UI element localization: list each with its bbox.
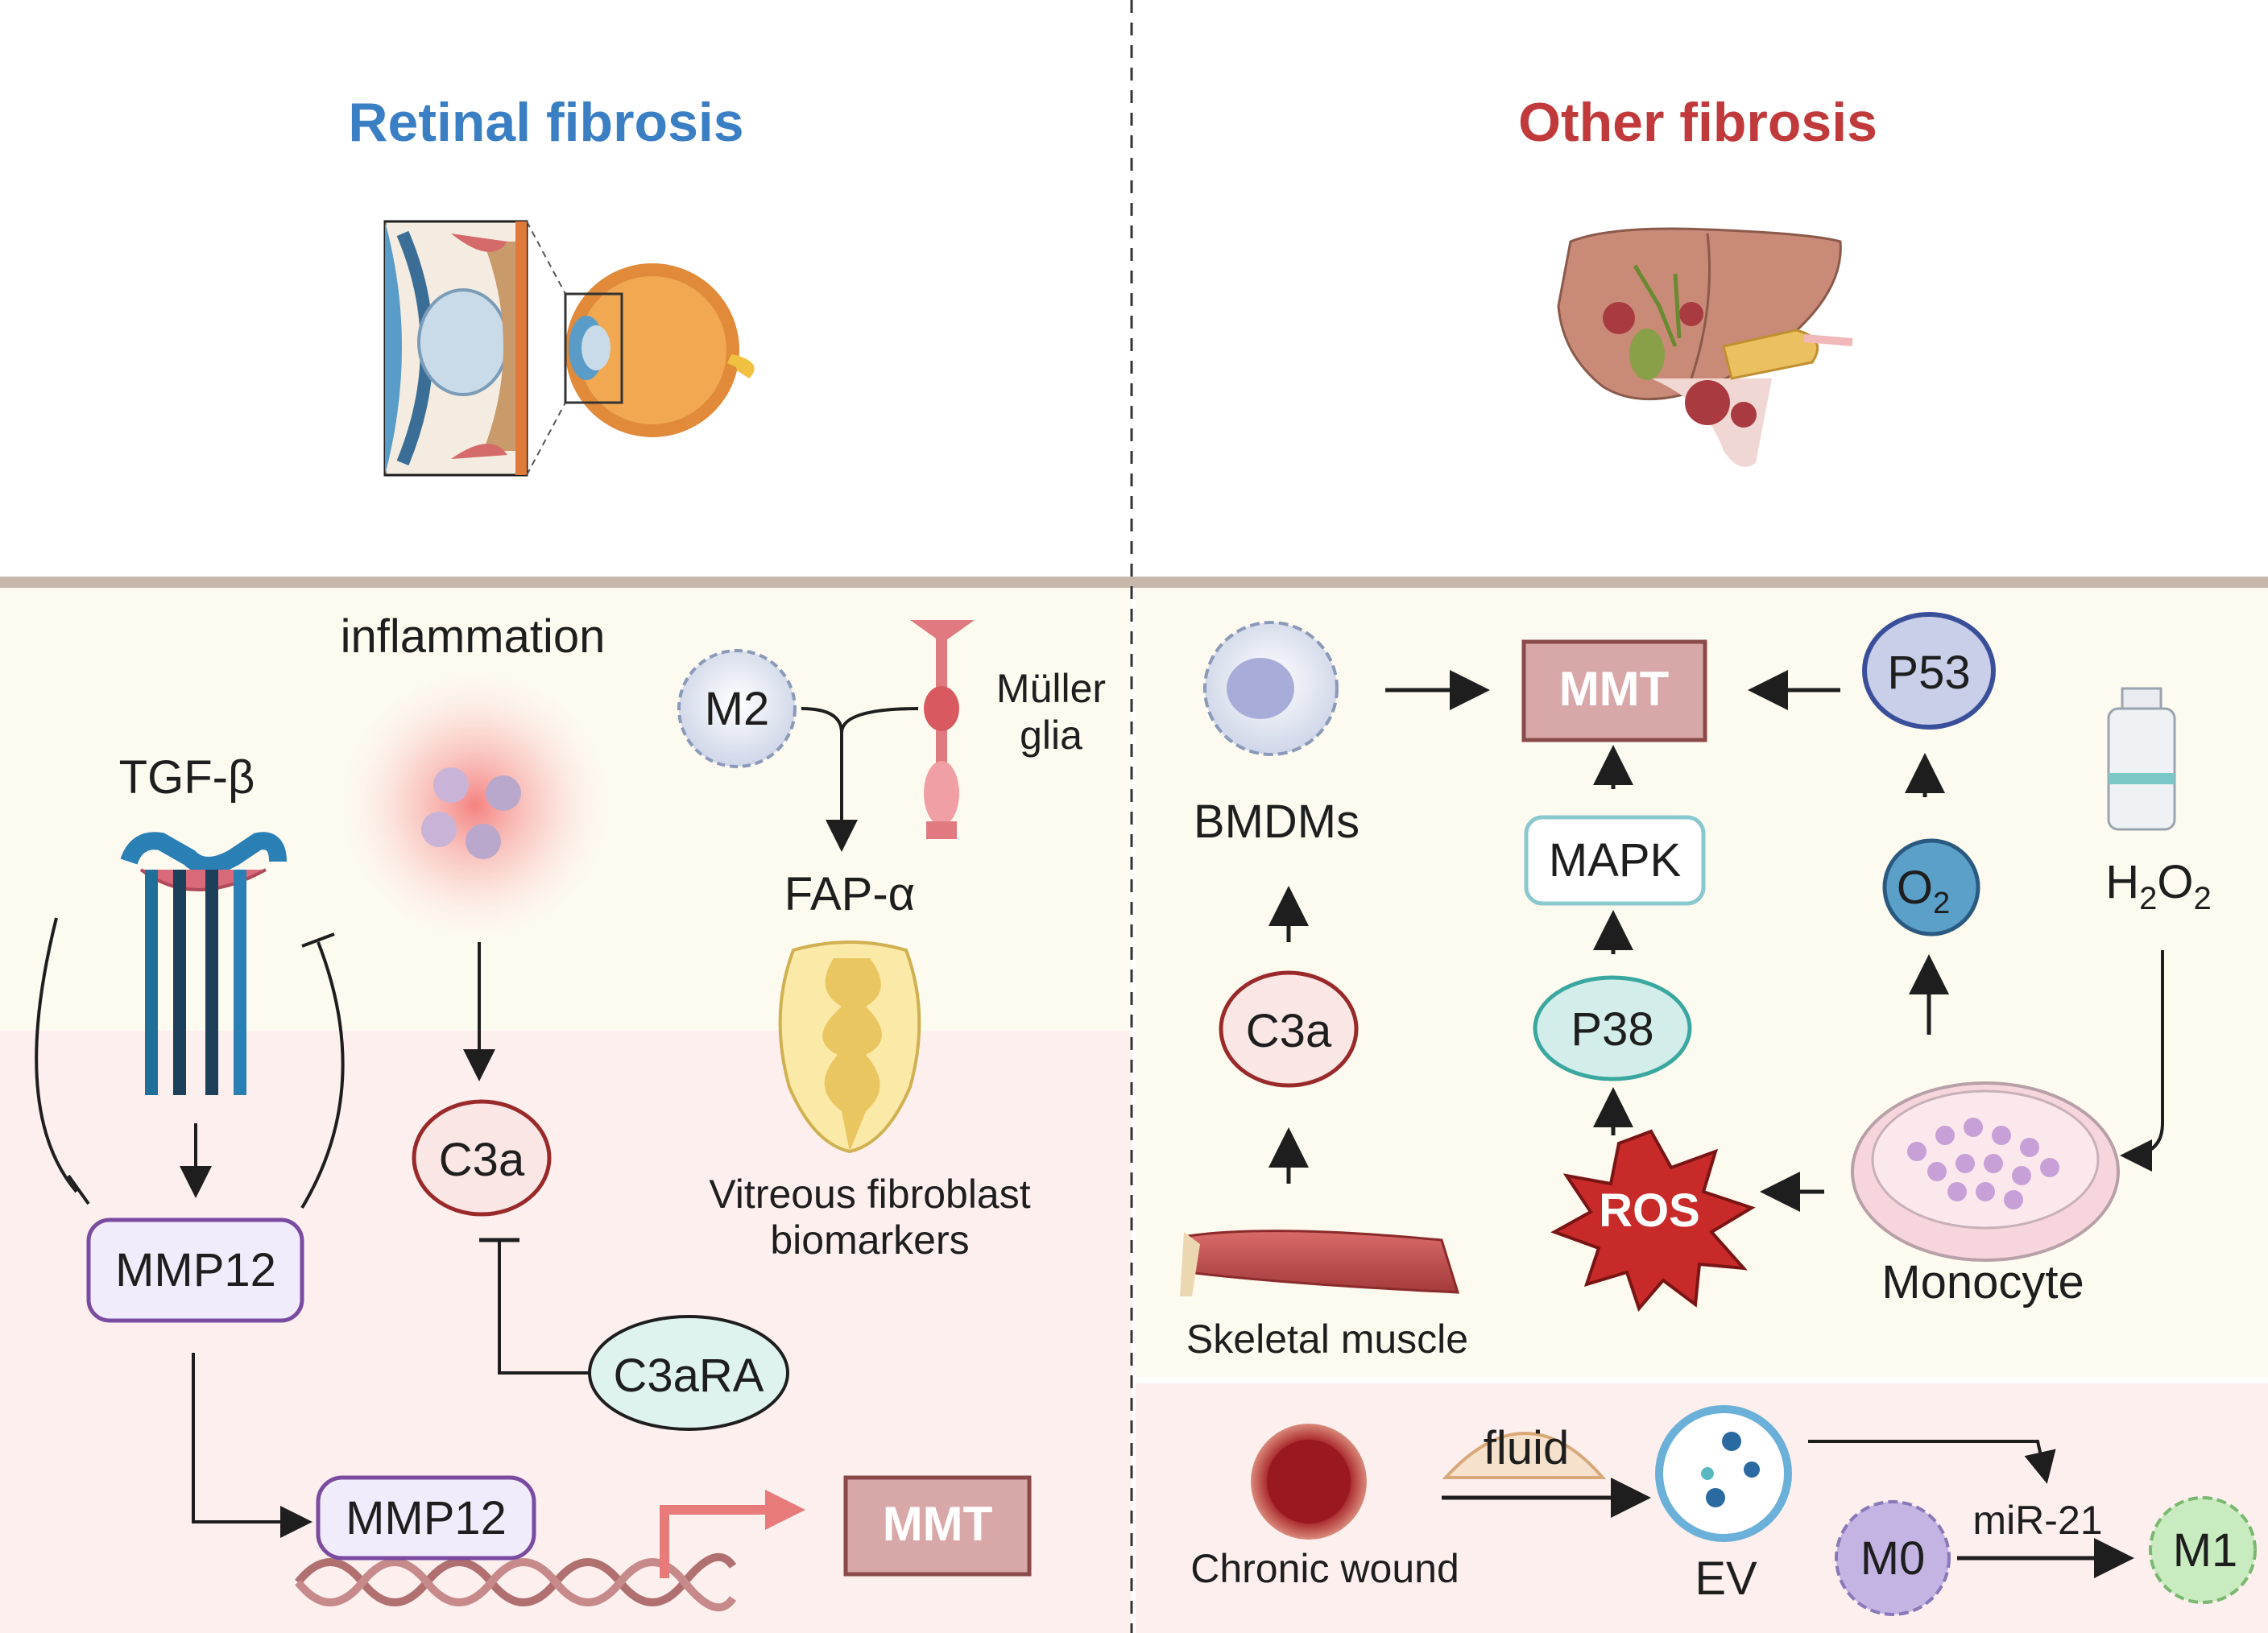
muller-glia-icon [910,620,975,839]
chronic-wound-icon [1251,1424,1367,1540]
macrophage-m1-icon [2149,1496,2257,1604]
ev-vesicle-icon [1655,1405,1792,1542]
horizontal-divider [0,577,2268,588]
ros-burst [1550,1129,1756,1312]
inflammation-glow [338,668,612,942]
eye-icon [564,263,755,437]
arrow-mmp12-to-dna [192,1353,312,1538]
c3ara-label: C3aRA [614,1350,764,1402]
muller-label-line2: glia [1020,713,1082,758]
inhibition-line-right [300,941,345,1209]
skeletal-muscle-label: Skeletal muscle [1186,1317,1468,1362]
bmdms-label: BMDMs [1194,796,1360,848]
fluid-label: fluid [1484,1422,1569,1474]
inhibition-line-left [35,917,78,1193]
mmp12-box [86,1218,304,1323]
c3a-right-node [1219,970,1359,1088]
o2-label: O2 [1897,862,1950,920]
tgf-beta-label: TGF-β [119,751,255,804]
arrow-h2o2-to-monocyte [2120,950,2164,1172]
inflammation-cells-icon [421,767,521,859]
mmp12-dna-box [316,1475,536,1561]
mmp12-dna-label: MMP12 [346,1492,507,1544]
petri-dish-icon [1851,1081,2120,1262]
mmt-box-right [1521,639,1707,742]
o2-node [1882,838,1980,936]
mmt-label-right: MMT [1559,662,1670,716]
tgf-beta-receptor-icon [120,832,287,1095]
vitreous-fibroblast-icon [778,941,921,1154]
c3a-left-label: C3a [439,1134,525,1186]
m0-label: M0 [1860,1532,1926,1585]
c3ara-node [588,1315,789,1431]
m1-label: M1 [2173,1524,2238,1577]
c3a-left-node [412,1099,552,1217]
ev-label: EV [1695,1552,1757,1605]
p38-label: P38 [1571,1003,1653,1056]
vitreous-label-line1: Vitreous fibroblast [709,1172,1030,1217]
mapk-box [1524,815,1706,906]
inflammation-label: inflammation [341,610,606,663]
mmt-label-left: MMT [883,1497,993,1551]
mapk-label: MAPK [1549,834,1682,887]
vitreous-label-line2: biomarkers [770,1218,969,1263]
m2-label: M2 [705,683,770,735]
mmt-box-left [843,1475,1032,1577]
fluid-shape [1442,1432,1607,1479]
ros-label: ROS [1599,1184,1700,1237]
chronic-wound-label: Chronic wound [1190,1546,1459,1591]
mir21-label: miR-21 [1972,1498,2102,1543]
h2o2-label: H2O2 [2105,856,2212,916]
fap-alpha-label: FAP-α [784,868,915,920]
left-title: Retinal fibrosis [348,92,743,153]
p53-node [1862,612,1996,730]
skeletal-muscle-icon [1180,1230,1460,1296]
dna-icon [295,1552,737,1612]
inhibition-c3ara [498,1240,592,1375]
eye-cross-section-icon [383,220,528,477]
h2o2-vial-icon [2107,687,2176,831]
transcription-arrow [660,1505,769,1578]
c3a-right-label: C3a [1246,1005,1332,1057]
right-title: Other fibrosis [1518,92,1877,153]
liver-pancreas-icon [1557,227,1853,467]
macrophage-m2-icon [677,649,797,768]
arrow-ev-to-mir21 [1808,1440,2056,1484]
p53-label: P53 [1887,647,1970,699]
p38-node [1533,975,1692,1081]
muller-label-line1: Müller [996,666,1106,711]
macrophage-m0-icon [1835,1500,1951,1616]
monocyte-label: Monocyte [1881,1256,2084,1308]
bmdm-cell-icon [1203,621,1339,756]
mmp12-label: MMP12 [115,1244,276,1296]
